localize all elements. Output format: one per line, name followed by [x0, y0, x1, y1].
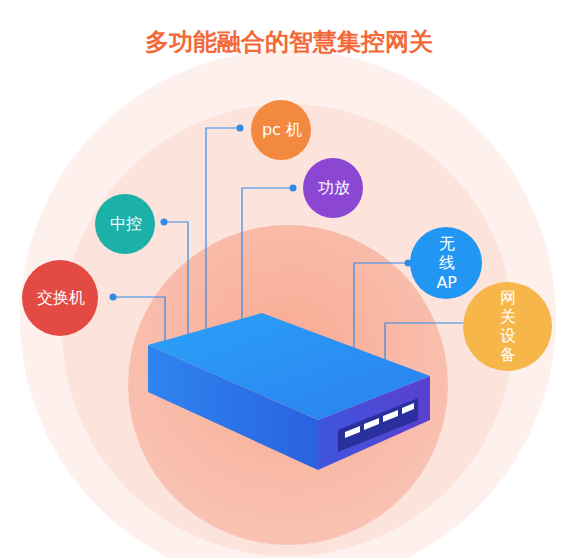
node-label: 网关 设备: [499, 288, 516, 365]
device-circle: 交换机: [22, 260, 98, 336]
outer-ring: [20, 50, 556, 558]
device-circle: pc 机: [251, 100, 311, 160]
device-circle: 网关 设备: [463, 282, 552, 371]
node-label: 无线 AP: [436, 234, 458, 292]
node-label: 交换机: [36, 288, 85, 307]
device-circle: 功放: [303, 158, 363, 218]
node-label: pc 机: [261, 120, 303, 139]
device-circle: 无线 AP: [410, 227, 482, 299]
middle-ring: [62, 104, 514, 556]
diagram-title: 多功能融合的智慧集控网关: [0, 26, 577, 58]
gateway-device: [148, 313, 430, 470]
inner-ring: [128, 225, 448, 545]
device-circle: 中控: [95, 194, 155, 254]
node-label: 功放: [317, 178, 350, 197]
node-label: 中控: [109, 214, 142, 233]
